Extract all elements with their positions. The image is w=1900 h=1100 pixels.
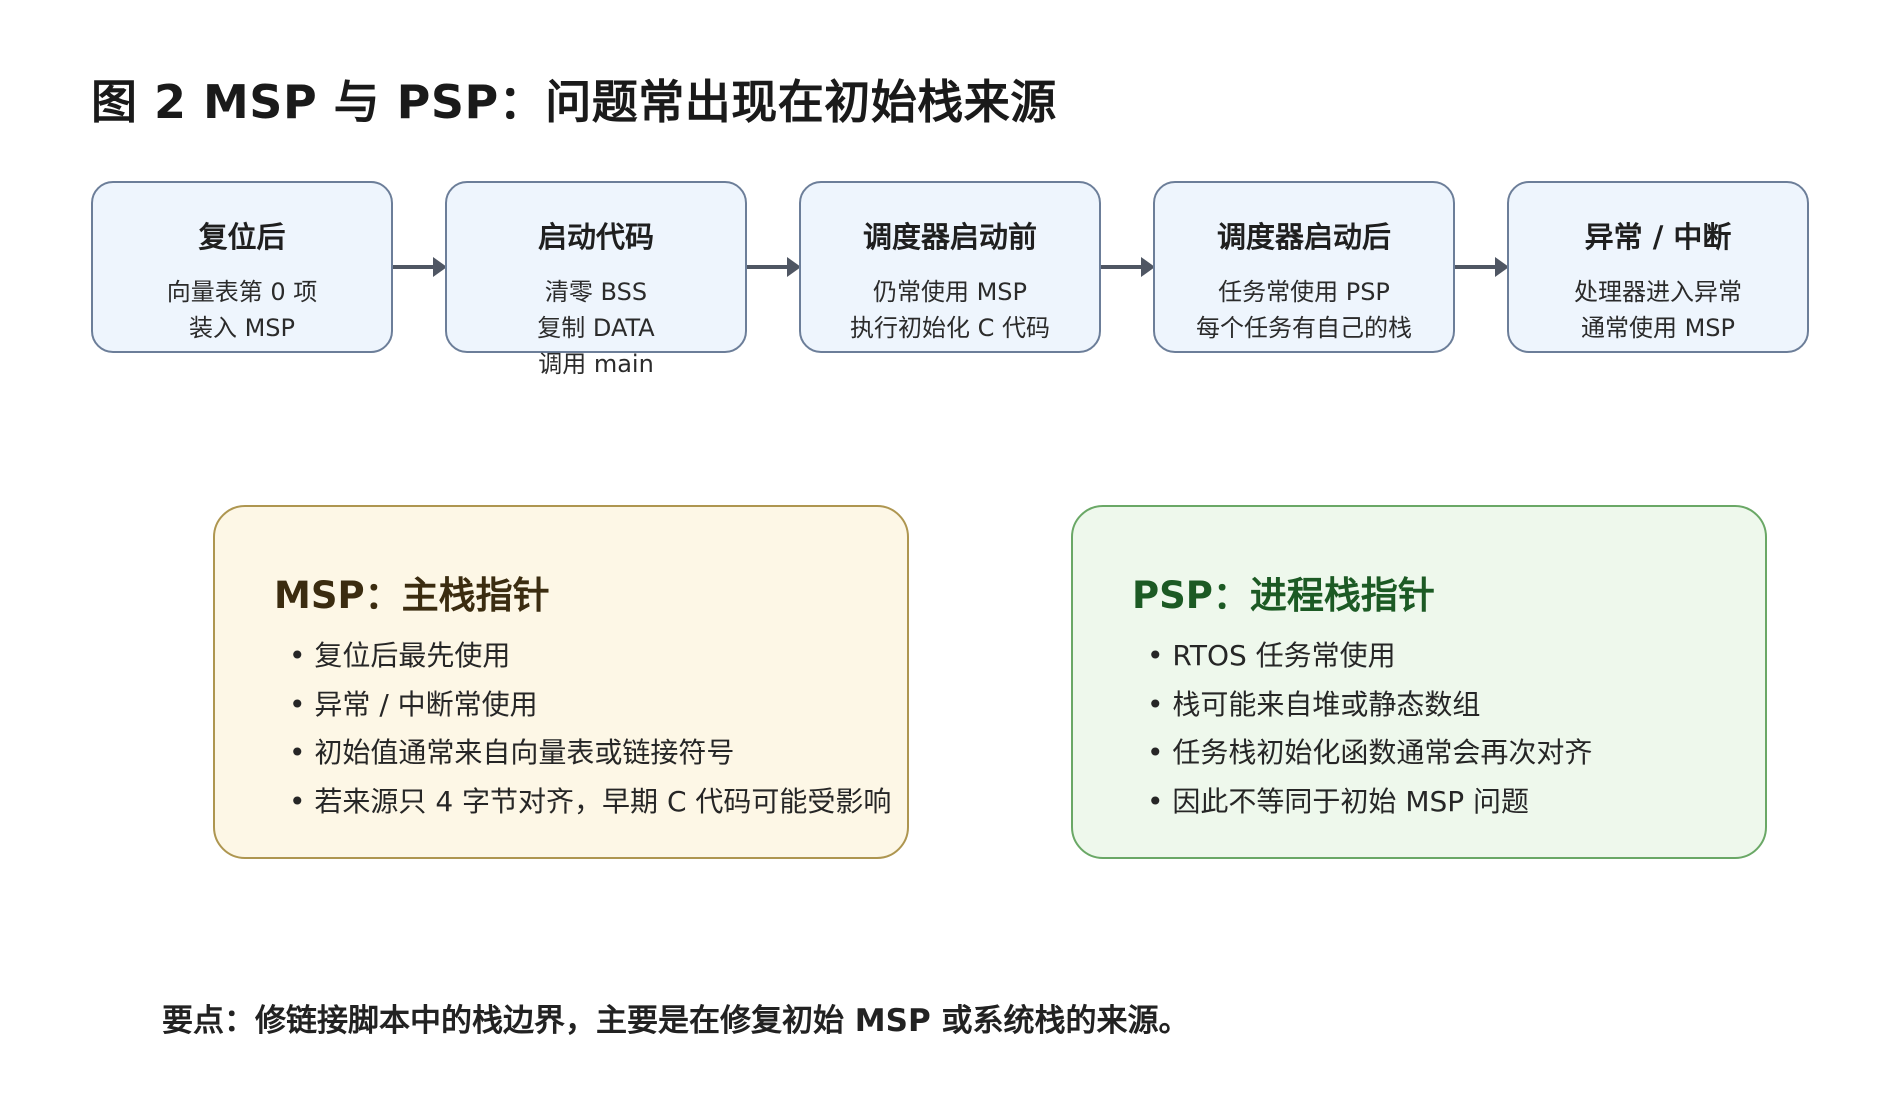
key-takeaway: 要点：修链接脚本中的栈边界，主要是在修复初始 MSP 或系统栈的来源。 — [162, 1003, 1190, 1039]
msp-bullet-list: 复位后最先使用 异常 / 中断常使用 初始值通常来自向量表或链接符号 若来源只 … — [289, 632, 891, 826]
stage-line: 仍常使用 MSP — [872, 278, 1028, 306]
stage-line: 装入 MSP — [188, 314, 296, 342]
msp-panel-title: MSP：主栈指针 — [274, 574, 550, 617]
flow-stage-exception-interrupt: 异常 / 中断 处理器进入异常 通常使用 MSP — [1507, 181, 1809, 353]
flow-arrow — [1455, 257, 1509, 277]
psp-panel: PSP：进程栈指针 RTOS 任务常使用 栈可能来自堆或静态数组 任务栈初始化函… — [1071, 505, 1767, 859]
stage-line: 通常使用 MSP — [1580, 314, 1736, 342]
psp-panel-title: PSP：进程栈指针 — [1132, 574, 1435, 617]
stage-line: 处理器进入异常 — [1574, 278, 1742, 306]
flow-stage-after-scheduler: 调度器启动后 任务常使用 PSP 每个任务有自己的栈 — [1153, 181, 1455, 353]
stage-title: 异常 / 中断 — [1584, 220, 1732, 254]
stage-title: 复位后 — [198, 220, 286, 254]
flow-stage-before-scheduler: 调度器启动前 仍常使用 MSP 执行初始化 C 代码 — [799, 181, 1101, 353]
list-item: RTOS 任务常使用 — [1147, 632, 1592, 681]
list-item: 复位后最先使用 — [289, 632, 891, 681]
list-item: 初始值通常来自向量表或链接符号 — [289, 729, 891, 778]
figure-title: 图 2 MSP 与 PSP：问题常出现在初始栈来源 — [91, 75, 1057, 129]
stage-title: 启动代码 — [537, 220, 654, 254]
psp-bullet-list: RTOS 任务常使用 栈可能来自堆或静态数组 任务栈初始化函数通常会再次对齐 因… — [1147, 632, 1592, 826]
flow-arrow — [393, 257, 447, 277]
stage-line: 任务常使用 PSP — [1218, 278, 1390, 306]
list-item: 异常 / 中断常使用 — [289, 681, 891, 730]
list-item: 栈可能来自堆或静态数组 — [1147, 681, 1592, 730]
flow-stage-reset: 复位后 向量表第 0 项 装入 MSP — [91, 181, 393, 353]
stage-line: 每个任务有自己的栈 — [1196, 314, 1412, 342]
stage-line: 执行初始化 C 代码 — [849, 314, 1050, 342]
flow-arrow — [1101, 257, 1155, 277]
stage-line: 调用 main — [538, 350, 654, 378]
flow-stage-startup-code: 启动代码 清零 BSS 复制 DATA 调用 main — [445, 181, 747, 378]
stage-line: 清零 BSS — [544, 278, 648, 306]
flow-arrow — [747, 257, 801, 277]
stage-line: 向量表第 0 项 — [166, 278, 318, 306]
list-item: 若来源只 4 字节对齐，早期 C 代码可能受影响 — [289, 778, 891, 827]
stage-title: 调度器启动后 — [1216, 220, 1391, 254]
stage-line: 复制 DATA — [537, 314, 655, 342]
stage-title: 调度器启动前 — [862, 220, 1037, 254]
list-item: 因此不等同于初始 MSP 问题 — [1147, 778, 1592, 827]
msp-panel: MSP：主栈指针 复位后最先使用 异常 / 中断常使用 初始值通常来自向量表或链… — [213, 505, 909, 859]
list-item: 任务栈初始化函数通常会再次对齐 — [1147, 729, 1592, 778]
